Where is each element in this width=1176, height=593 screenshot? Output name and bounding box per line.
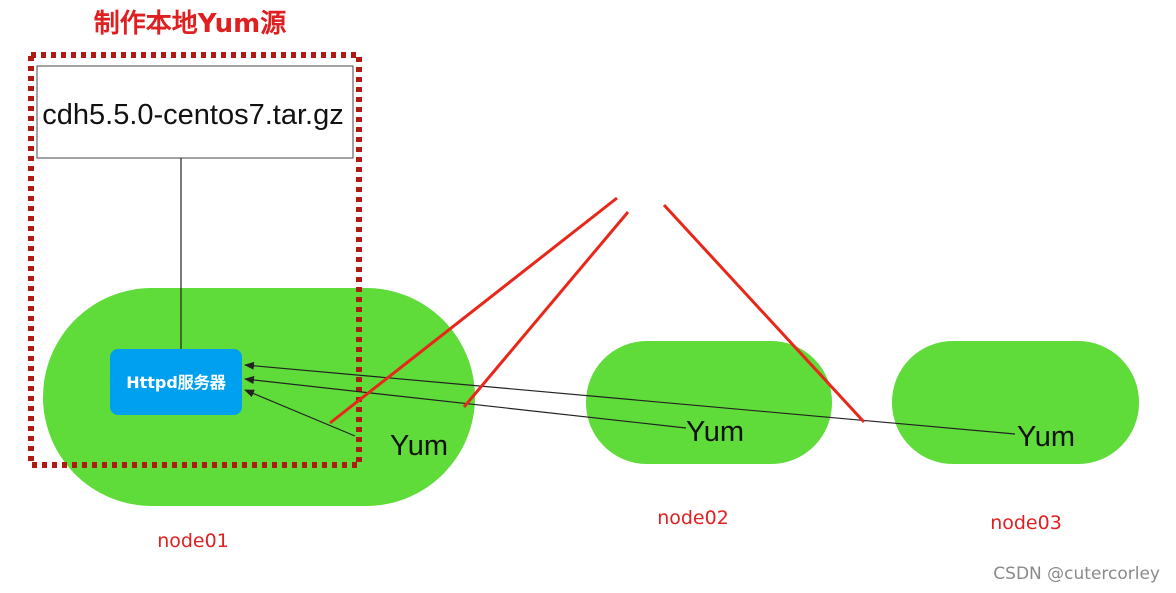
local-yum-dotted-border xyxy=(28,52,362,468)
node01-pill xyxy=(43,288,475,506)
yum-arrow-node01 xyxy=(244,389,356,437)
diagram-title: 制作本地Yum源 xyxy=(94,9,287,39)
yum-arrow-node03 xyxy=(244,361,1016,435)
httpd-server-label: Httpd服务器 xyxy=(126,373,227,392)
yum-label-node02: Yum xyxy=(686,416,744,448)
httpd-server-box xyxy=(110,349,242,415)
node-label-node02: node02 xyxy=(657,507,729,529)
csdn-watermark: CSDN @cutercorley xyxy=(993,564,1160,584)
yum-label-node03: Yum xyxy=(1017,421,1075,453)
yum-label-node01: Yum xyxy=(390,430,448,462)
tarball-box xyxy=(36,65,354,159)
node-label-node01: node01 xyxy=(157,530,229,552)
node02-pill xyxy=(586,341,832,464)
strike-line-2 xyxy=(462,211,630,408)
strike-line-1 xyxy=(329,196,618,425)
strike-line-3 xyxy=(662,203,866,424)
node03-pill xyxy=(892,341,1139,464)
node-label-node03: node03 xyxy=(990,512,1062,534)
tarball-label: cdh5.5.0-centos7.tar.gz xyxy=(42,99,343,131)
